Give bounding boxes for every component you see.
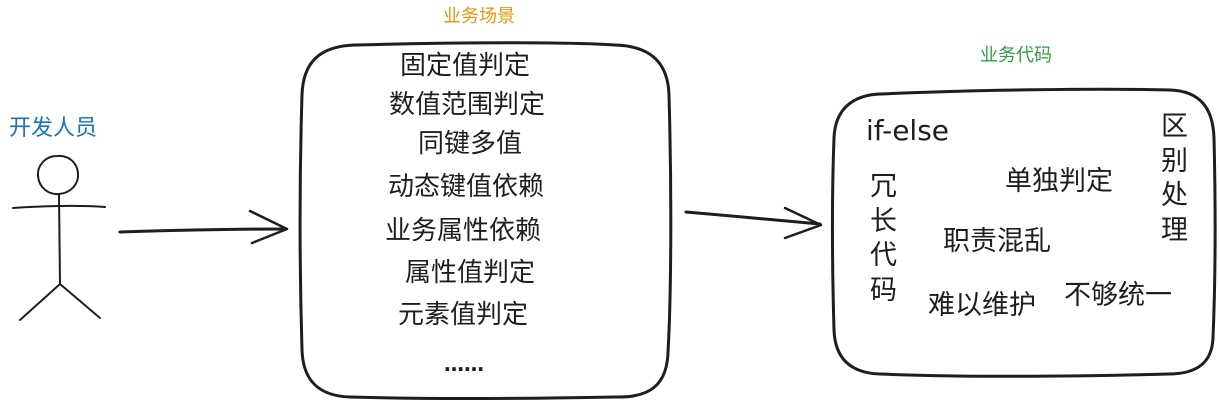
figure-right-leg — [59, 283, 101, 319]
scenario-title: 业务场景 — [443, 6, 515, 27]
developer-stick-figure-icon — [12, 154, 106, 321]
code-responsibility-confusion: 职责混乱 — [943, 226, 1051, 257]
code-title: 业务代码 — [980, 45, 1052, 66]
arrow-developer-to-scenario — [118, 209, 289, 245]
figure-body — [58, 194, 61, 285]
arrow-scenario-to-code — [684, 206, 823, 240]
code-separate-handling-vertical: 区 别 处 理 — [1161, 111, 1188, 246]
code-inconsistent: 不够统一 — [1064, 280, 1172, 311]
scenario-item: 同键多值 — [418, 129, 523, 159]
scenario-item: 属性值判定 — [405, 258, 536, 288]
figure-arms — [12, 204, 106, 209]
scenario-item: 固定值判定 — [400, 51, 531, 81]
developer-label: 开发人员 — [9, 116, 98, 141]
code-if-else: if-else — [866, 114, 950, 147]
code-box — [831, 87, 1217, 378]
scenario-item: 数值范围判定 — [389, 90, 546, 120]
scenario-item: 元素值判定 — [398, 300, 529, 330]
code-hard-to-maintain: 难以维护 — [928, 290, 1036, 321]
scenario-item-ellipsis: …… — [444, 352, 484, 376]
scenario-item: 动态键值依赖 — [388, 172, 545, 202]
code-redundant-vertical: 冗 长 代 码 — [870, 171, 897, 306]
scenario-item: 业务属性依赖 — [385, 216, 542, 246]
code-single-judge: 单独判定 — [1005, 166, 1113, 197]
figure-left-leg — [19, 283, 61, 321]
scenario-box — [298, 41, 673, 400]
